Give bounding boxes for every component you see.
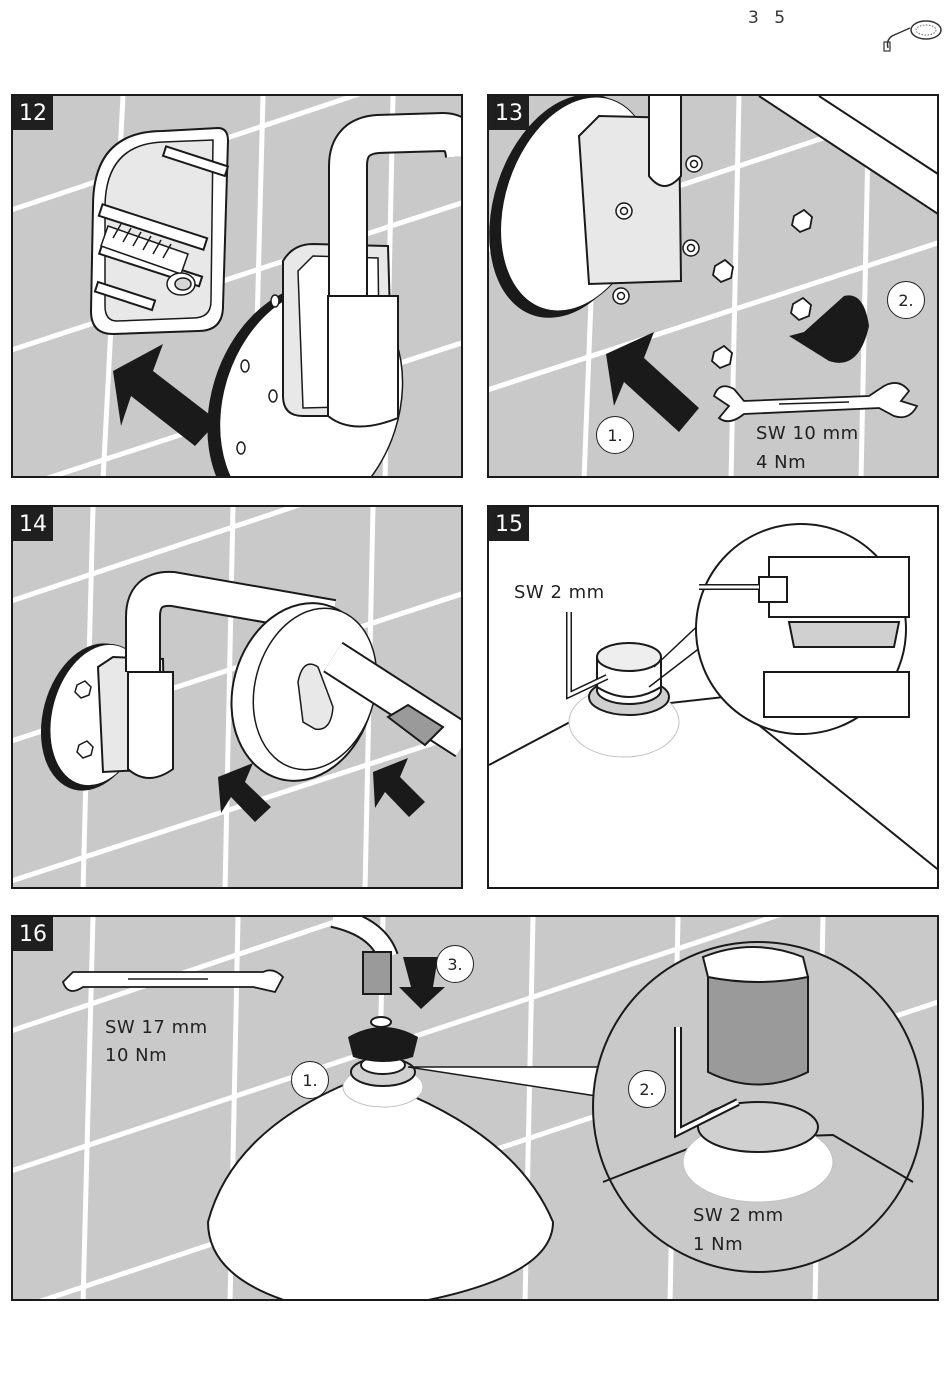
step-number-badge: 14 xyxy=(13,507,53,541)
wrench-size-label: SW 10 mm xyxy=(756,423,859,444)
step-15-panel: 15 SW 2 mm xyxy=(487,505,939,889)
step-13-panel: 13 1. 2. SW 10 mm 4 Nm xyxy=(487,94,939,478)
torque-label: 10 Nm xyxy=(105,1045,167,1066)
step-marker-1: 1. xyxy=(596,416,634,454)
step-12-illustration xyxy=(13,96,463,478)
step-marker-1: 1. xyxy=(291,1061,329,1099)
wrench-icon xyxy=(63,970,283,992)
shower-head-icon xyxy=(880,14,944,54)
step-number-badge: 13 xyxy=(489,96,529,130)
step-marker-2: 2. xyxy=(887,281,925,319)
torque-label: 4 Nm xyxy=(756,452,806,473)
step-16-illustration xyxy=(13,917,939,1301)
step-number-badge: 15 xyxy=(489,507,529,541)
step-marker-2: 2. xyxy=(628,1070,666,1108)
wrench-size-label: SW 17 mm xyxy=(105,1017,208,1038)
step-number-badge: 16 xyxy=(13,917,53,951)
step-14-illustration xyxy=(13,507,463,889)
step-13-illustration xyxy=(489,96,939,478)
step-14-panel: 14 xyxy=(11,505,463,889)
step-number-badge: 12 xyxy=(13,96,53,130)
step-marker-3: 3. xyxy=(436,945,474,983)
step-15-illustration xyxy=(489,507,939,889)
allen-key-size-label: SW 2 mm xyxy=(693,1205,784,1226)
wrench-icon xyxy=(714,383,917,421)
torque-label: 1 Nm xyxy=(693,1234,743,1255)
allen-key-size-label: SW 2 mm xyxy=(514,582,605,603)
step-16-panel: 16 SW 17 mm 10 Nm 1. 2. 3. SW 2 mm 1 Nm xyxy=(11,915,939,1301)
push-arrow-icon xyxy=(113,344,218,446)
step-12-panel: 12 xyxy=(11,94,463,478)
page-number: 3 5 xyxy=(748,8,790,28)
